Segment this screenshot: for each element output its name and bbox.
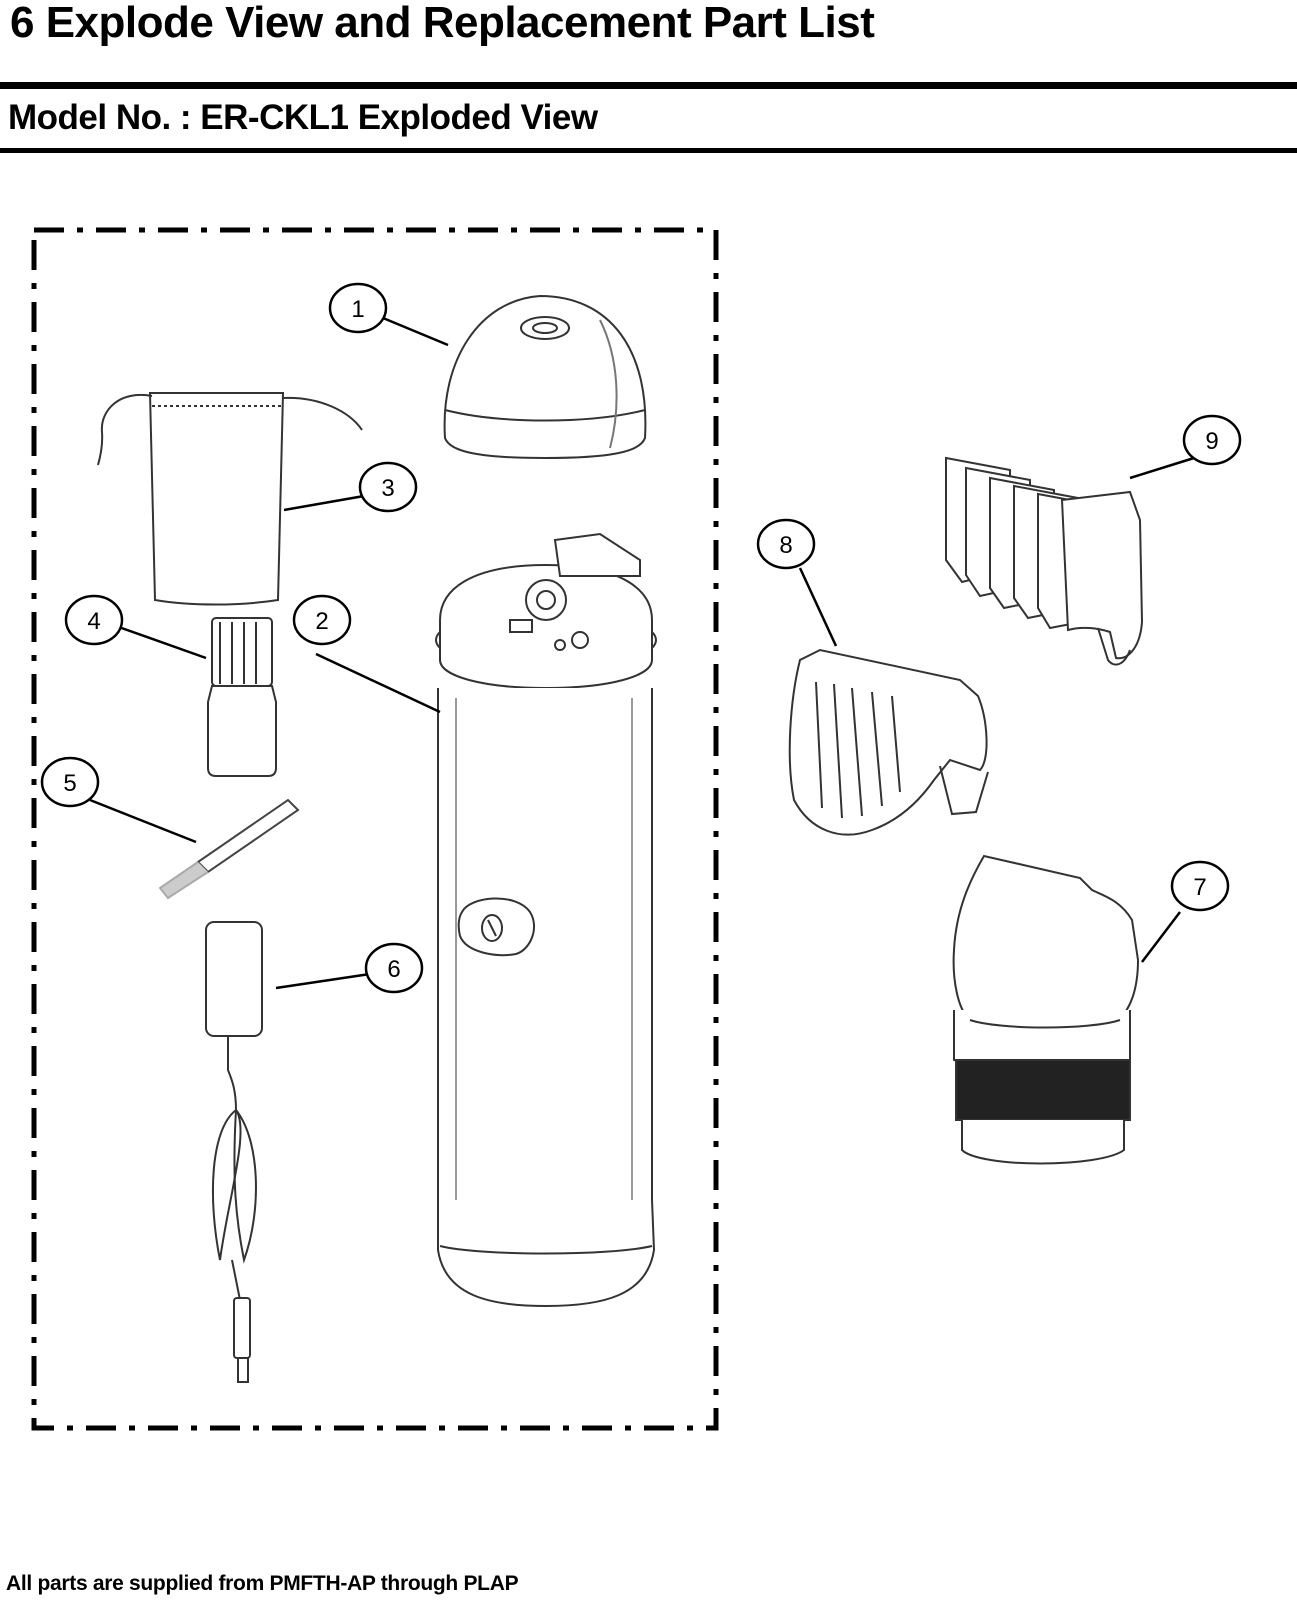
leader-line-6 [275, 972, 371, 990]
part-main-body [435, 532, 657, 1308]
part-cap [443, 294, 647, 460]
part-comb-attachment-b [788, 648, 989, 836]
callout-number: 9 [1205, 428, 1218, 455]
leader-line-2 [315, 652, 441, 714]
leader-line-8 [798, 567, 838, 647]
callout-number: 5 [63, 770, 76, 797]
callout-number: 2 [315, 608, 328, 635]
leader-line-5 [89, 798, 197, 844]
header-rule-top [0, 82, 1297, 89]
leader-line-7 [1141, 911, 1181, 963]
exploded-view-title: Model No. : ER-CKL1 Exploded View [8, 98, 598, 137]
callout-9: 9 [1182, 414, 1242, 466]
callout-2: 2 [292, 594, 352, 646]
part-ac-adaptor [205, 921, 263, 1383]
callout-1: 1 [328, 282, 388, 334]
callout-number: 8 [779, 532, 792, 559]
callout-4: 4 [64, 594, 124, 646]
callout-5: 5 [40, 756, 100, 808]
callout-8: 8 [756, 518, 816, 570]
callout-7: 7 [1170, 860, 1230, 912]
supply-note: All parts are supplied from PMFTH-AP thr… [6, 1572, 519, 1595]
part-oil-bottle [207, 617, 277, 777]
leader-line-9 [1129, 456, 1195, 480]
part-pouch [97, 392, 363, 606]
leader-line-4 [115, 624, 207, 660]
header-rule-bottom [0, 148, 1297, 153]
page-title: 6 Explode View and Replacement Part List [10, 0, 875, 47]
callout-number: 1 [351, 296, 364, 323]
part-comb-attachment-a [945, 456, 1144, 666]
callout-number: 3 [381, 475, 394, 502]
callout-number: 6 [387, 956, 400, 983]
callout-number: 4 [87, 608, 100, 635]
part-cleaning-brush [158, 798, 300, 900]
callout-3: 3 [358, 461, 418, 513]
leader-line-1 [382, 316, 449, 347]
callout-6: 6 [364, 942, 424, 994]
leader-lines [89, 316, 1195, 990]
leader-line-3 [283, 494, 365, 512]
part-trimmer-head [952, 854, 1140, 1165]
callout-number: 7 [1193, 874, 1206, 901]
